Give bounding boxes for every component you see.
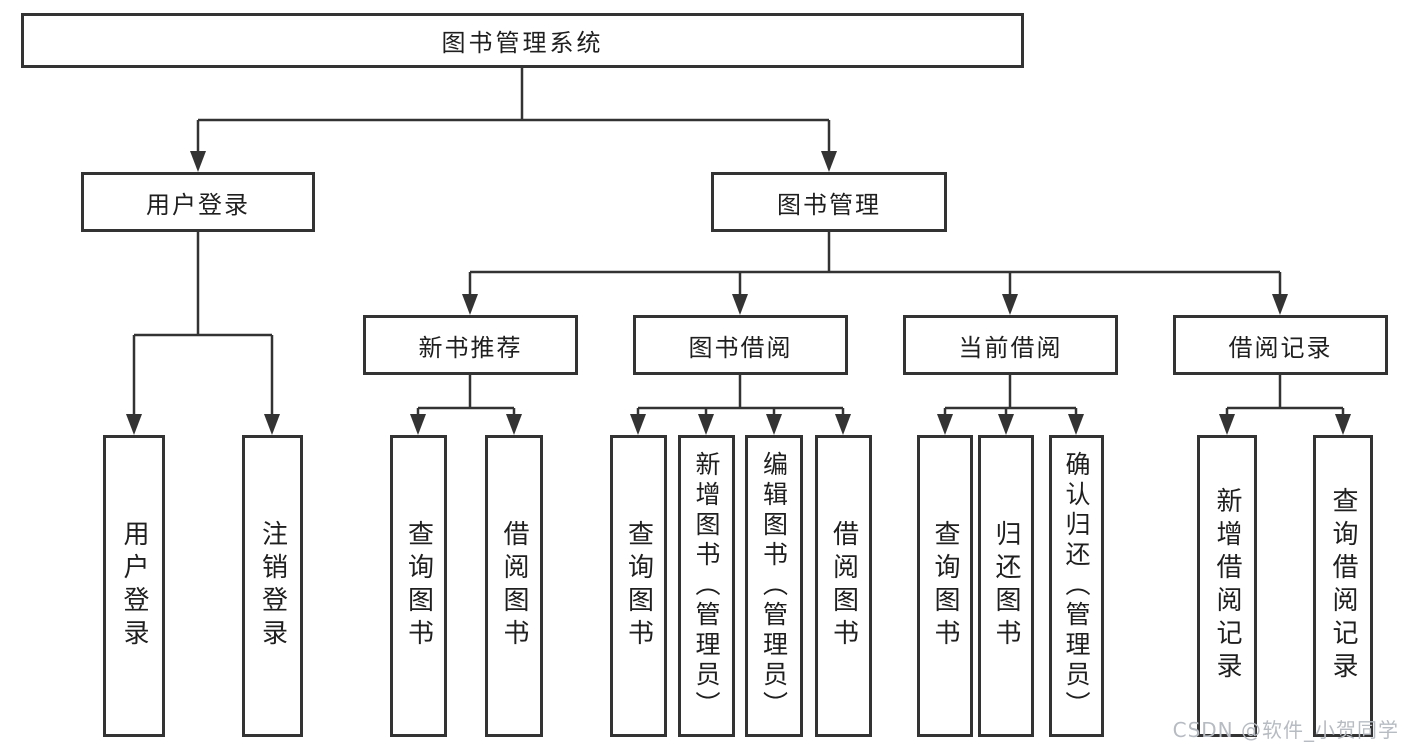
node-new-book-rec: 新书推荐 (363, 315, 578, 375)
connector-root (196, 68, 831, 158)
leaf-borrow-book-1: 借阅图书 (485, 435, 543, 737)
node-book-borrow: 图书借阅 (633, 315, 848, 375)
leaf-query-book-1: 查询图书 (390, 435, 447, 737)
leaf-return-book-label: 归还图书 (991, 520, 1021, 652)
node-current-borrow-label: 当前借阅 (958, 333, 1063, 362)
node-book-borrow-label: 图书借阅 (688, 333, 793, 362)
node-current-borrow: 当前借阅 (903, 315, 1118, 375)
leaf-query-record-label: 查询借阅记录 (1328, 487, 1358, 685)
leaf-logout-label: 注销登录 (257, 520, 288, 652)
node-borrow-record: 借阅记录 (1173, 315, 1388, 375)
connector-book-mgmt (468, 232, 1282, 301)
leaf-borrow-book-1-label: 借阅图书 (499, 520, 529, 652)
leaf-query-book-3-label: 查询图书 (930, 520, 960, 652)
csdn-watermark: CSDN @软件_小贺同学 (1172, 718, 1399, 742)
node-root-label: 图书管理系统 (441, 29, 604, 57)
node-book-mgmt-label: 图书管理 (777, 190, 881, 219)
leaf-edit-book-label: 编辑图书（管理员） (759, 451, 789, 721)
node-book-mgmt: 图书管理 (711, 172, 947, 232)
connector-current-borrow (943, 375, 1078, 421)
leaf-query-book-2-label: 查询图书 (623, 520, 654, 652)
leaf-query-book-2: 查询图书 (610, 435, 667, 737)
node-root: 图书管理系统 (21, 13, 1024, 68)
leaf-query-book-1-label: 查询图书 (403, 520, 434, 652)
node-user-login: 用户登录 (81, 172, 315, 232)
node-new-book-rec-label: 新书推荐 (418, 333, 523, 362)
leaf-user-login: 用户登录 (103, 435, 165, 737)
leaf-add-book: 新增图书（管理员） (678, 435, 735, 737)
connector-borrow-record (1225, 375, 1345, 421)
leaf-confirm-return: 确认归还（管理员） (1049, 435, 1104, 737)
node-borrow-record-label: 借阅记录 (1228, 333, 1333, 362)
node-user-login-label: 用户登录 (146, 190, 250, 219)
leaf-logout: 注销登录 (242, 435, 303, 737)
leaf-borrow-book-2-label: 借阅图书 (828, 520, 859, 652)
leaf-confirm-return-label: 确认归还（管理员） (1062, 451, 1091, 721)
leaf-return-book: 归还图书 (978, 435, 1034, 737)
leaf-query-book-3: 查询图书 (917, 435, 973, 737)
leaf-edit-book: 编辑图书（管理员） (745, 435, 803, 737)
leaf-add-record-label: 新增借阅记录 (1212, 487, 1242, 685)
leaf-add-record: 新增借阅记录 (1197, 435, 1257, 737)
connector-new-book-rec (416, 375, 516, 421)
leaf-borrow-book-2: 借阅图书 (815, 435, 872, 737)
leaf-query-record: 查询借阅记录 (1313, 435, 1373, 737)
connector-book-borrow (636, 375, 845, 421)
leaf-add-book-label: 新增图书（管理员） (692, 451, 721, 721)
connector-user-login (132, 232, 274, 421)
leaf-user-login-label: 用户登录 (119, 520, 149, 652)
